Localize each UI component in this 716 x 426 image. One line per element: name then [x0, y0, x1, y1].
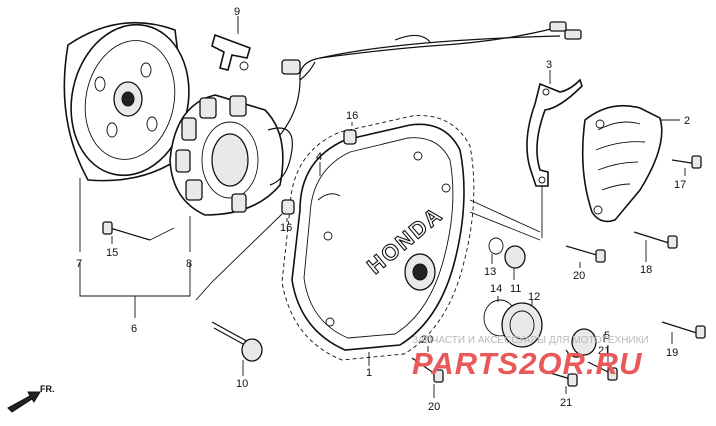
bolt-21-left	[539, 369, 578, 387]
leader-lines	[79, 16, 686, 398]
wiring-harness	[279, 21, 582, 136]
callout-11: 11	[510, 283, 521, 295]
bolt-18	[633, 231, 678, 249]
callout-20-mid: 20	[421, 334, 433, 346]
watermark: ЗАПЧАСТИ И АКСЕССУАРЫ ДЛЯ МОТОТЕХНИКИ PA…	[412, 335, 649, 381]
watermark-logo: PARTS2OR.RU	[412, 346, 643, 381]
mount-bracket	[526, 78, 583, 187]
callout-6: 6	[131, 323, 137, 335]
bolt-15	[102, 221, 151, 241]
callout-1: 1	[366, 367, 372, 379]
callout-16-left: 16	[280, 222, 292, 234]
callout-7: 7	[76, 258, 82, 270]
callout-labels: 1 2 3 4 5 6 7 8 9 10 11 12 13 14 15 16 1…	[76, 6, 690, 413]
callout-21-right: 21	[598, 345, 610, 357]
callout-2: 2	[684, 115, 690, 127]
cover-cap	[565, 328, 597, 358]
wire-clamp	[211, 22, 251, 71]
callout-12: 12	[528, 291, 540, 303]
callout-4: 4	[316, 151, 322, 163]
callout-13: 13	[484, 266, 496, 278]
callout-15: 15	[106, 247, 118, 259]
flywheel	[63, 21, 191, 182]
callout-17: 17	[674, 179, 686, 191]
callout-8: 8	[186, 258, 192, 270]
callout-20-bottom: 20	[428, 401, 440, 413]
bolt-20-lower	[411, 357, 444, 383]
stator	[169, 94, 293, 216]
callout-5: 5	[604, 330, 610, 342]
plugs-and-orings	[483, 237, 543, 348]
bolt-17	[671, 155, 702, 169]
cover-gasket	[281, 115, 475, 361]
callout-16-top: 16	[346, 110, 358, 122]
callout-21-bottom: 21	[560, 397, 572, 409]
callout-19: 19	[666, 347, 678, 359]
callout-3: 3	[546, 59, 552, 71]
sprocket-cover	[581, 104, 663, 223]
callout-10: 10	[236, 378, 248, 390]
callout-14: 14	[490, 283, 502, 295]
bolts	[102, 155, 706, 387]
callout-18: 18	[640, 264, 652, 276]
watermark-text: ЗАПЧАСТИ И АКСЕССУАРЫ ДЛЯ МОТОТЕХНИКИ	[412, 335, 649, 346]
dowel-pins	[281, 129, 357, 215]
bolt-20-upper	[565, 245, 606, 263]
bolt-19	[661, 321, 706, 339]
callout-20-right: 20	[573, 270, 585, 282]
callout-9: 9	[234, 6, 240, 18]
direction-label: FR.	[40, 384, 55, 394]
bolt-10	[211, 321, 263, 362]
crankcase-cover: HONDA	[291, 123, 465, 351]
front-direction-marker: FR.	[7, 384, 55, 413]
